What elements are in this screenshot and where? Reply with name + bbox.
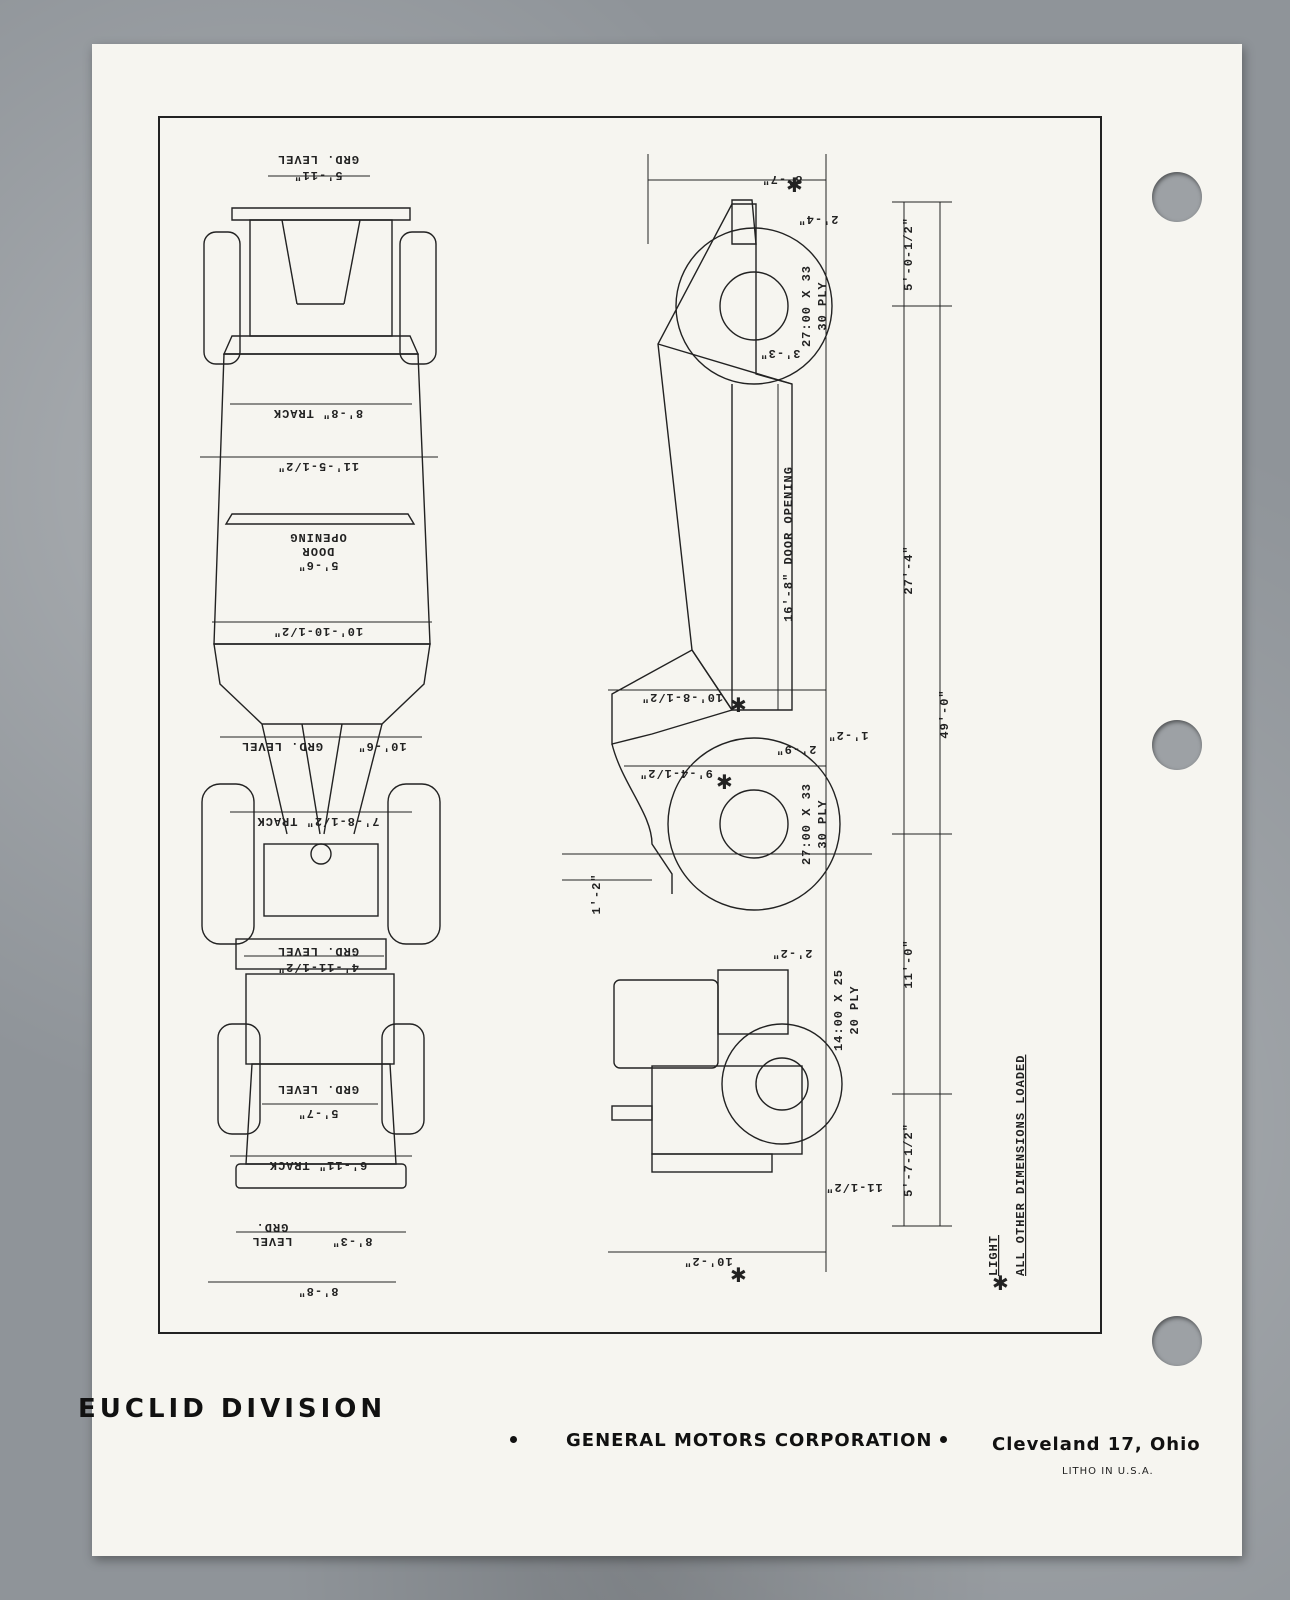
mid-wheel <box>667 737 841 911</box>
tractor-hood <box>613 979 719 1069</box>
top-view-dimensions <box>200 175 438 1283</box>
rear-bumper <box>231 207 411 221</box>
bowl-gap: 1'-2" <box>827 728 868 742</box>
location: Cleveland 17, Ohio <box>992 1434 1201 1455</box>
company-name: EUCLID DIVISION <box>78 1394 387 1424</box>
rear-tire-ply: 30 PLY <box>816 281 830 330</box>
rear-grd-width: 5'-11" <box>293 168 342 182</box>
drawing-frame <box>158 116 1102 1334</box>
front-clearance: 11-1/2" <box>825 1180 882 1194</box>
light-marker-4: ✱ <box>730 1263 747 1287</box>
punch-hole-top <box>1152 172 1202 222</box>
side-view-outline <box>611 199 843 1173</box>
clearance-rear: 2'-4" <box>797 212 838 226</box>
front-width: 8'-3" <box>331 1234 372 1248</box>
front-grd-label-2: LEVEL <box>251 1234 292 1248</box>
apron-width: 10'-6" <box>357 739 406 753</box>
hitch-width: 4'-11-1/2" <box>277 960 359 974</box>
bowl-grd-width: 11'-5-1/2" <box>277 459 359 473</box>
rear-overhang: 5'-0-1/2" <box>902 217 916 291</box>
litho-note: LITHO IN U.S.A. <box>1062 1466 1154 1477</box>
front-track: 6'-11" TRACK <box>269 1158 367 1172</box>
light-markers: ✱ ✱ ✱ ✱ <box>716 173 803 1287</box>
scraper-dimension-drawing: 5'-11" GRD. LEVEL 8'-8" TRACK 11'-5-1/2"… <box>200 152 1028 1298</box>
light-marker-2: ✱ <box>730 693 747 717</box>
rear-grd-label: GRD. LEVEL <box>277 152 359 166</box>
note-light-symbol: ✱ <box>992 1273 1009 1295</box>
front-grd-label-1: GRD. <box>256 1220 289 1234</box>
front-left-tire <box>217 1023 261 1135</box>
overall-width: 8'-8" <box>297 1284 338 1298</box>
mid-tire-size: 27:00 X 33 <box>800 783 814 865</box>
rear-tire-size: 27:00 X 33 <box>800 265 814 347</box>
corporation-name: GENERAL MOTORS CORPORATION <box>566 1430 933 1451</box>
light-marker-3: ✱ <box>716 770 733 794</box>
kingpin <box>310 843 332 865</box>
top-height: 8'-7" <box>761 172 802 186</box>
footer-bullet-2 <box>940 1436 947 1443</box>
punch-hole-bottom <box>1152 1316 1202 1366</box>
front-tire-ply: 20 PLY <box>848 985 862 1034</box>
bowl-length: 27'-4" <box>902 545 916 594</box>
door-width: 5'-6" <box>297 558 338 572</box>
light-marker-1: ✱ <box>786 173 803 197</box>
top-view-labels: 5'-11" GRD. LEVEL 8'-8" TRACK 11'-5-1/2"… <box>241 152 407 1298</box>
side-view-labels: 8'-7" 2'-4" 27:00 X 33 30 PLY 3'-3" 5'-0… <box>590 172 952 1268</box>
spec-sheet-paper: 5'-11" GRD. LEVEL 8'-8" TRACK 11'-5-1/2"… <box>78 44 1242 1556</box>
front-overhang: 5'-7-1/2" <box>902 1123 916 1197</box>
rear-right-tire <box>399 231 437 365</box>
mid-right-tire <box>387 783 441 945</box>
front-tire-size: 14:00 X 25 <box>832 969 846 1051</box>
footer-bullet-1 <box>510 1436 517 1443</box>
bowl-width: 10'-10-1/2" <box>273 624 363 638</box>
rear-axle-height: 3'-3" <box>759 346 800 360</box>
bowl-top-view <box>213 353 431 645</box>
hitch-clearance: 2'-2" <box>771 946 812 960</box>
drawing-notes: ✱ LIGHT ALL OTHER DIMENSIONS LOADED <box>987 1055 1028 1295</box>
side-view-dimensions <box>562 154 952 1272</box>
bowl-side-view <box>657 203 793 711</box>
cut-height: 9'-4-1/2" <box>639 766 713 780</box>
note-light: LIGHT <box>987 1235 1001 1276</box>
bowl-height: 10'-8-1/2" <box>641 690 723 704</box>
front-wheel <box>721 1023 843 1145</box>
wheelbase: 11'-0" <box>902 939 916 988</box>
door-label-2: OPENING <box>289 530 346 544</box>
hitch-grd-label: GRD. LEVEL <box>277 944 359 958</box>
rear-track: 8'-8" TRACK <box>273 406 363 420</box>
top-view-outline <box>201 207 441 1189</box>
hitch-height: 1'-2" <box>590 873 604 914</box>
mid-tire-ply: 30 PLY <box>816 799 830 848</box>
overall-length: 49'-0" <box>938 689 952 738</box>
front-height: 10'-2" <box>683 1254 732 1268</box>
apron-grd-label: GRD. LEVEL <box>241 739 323 753</box>
door-opening: 16'-8" DOOR OPENING <box>782 466 796 622</box>
apron-height: 2'-9" <box>775 742 816 756</box>
punch-hole-middle <box>1152 720 1202 770</box>
mid-track: 7'-8-1/2" TRACK <box>256 814 379 828</box>
door-label-1: DOOR <box>302 544 335 558</box>
tractor-grd-label: GRD. LEVEL <box>277 1082 359 1096</box>
front-right-tire <box>381 1023 425 1135</box>
tractor-grd-width: 5'-7" <box>297 1106 338 1120</box>
engine-hood-top <box>245 973 395 1065</box>
rear-left-tire <box>203 231 241 365</box>
note-dimensions-loaded: ALL OTHER DIMENSIONS LOADED <box>1014 1055 1028 1276</box>
mid-left-tire <box>201 783 255 945</box>
